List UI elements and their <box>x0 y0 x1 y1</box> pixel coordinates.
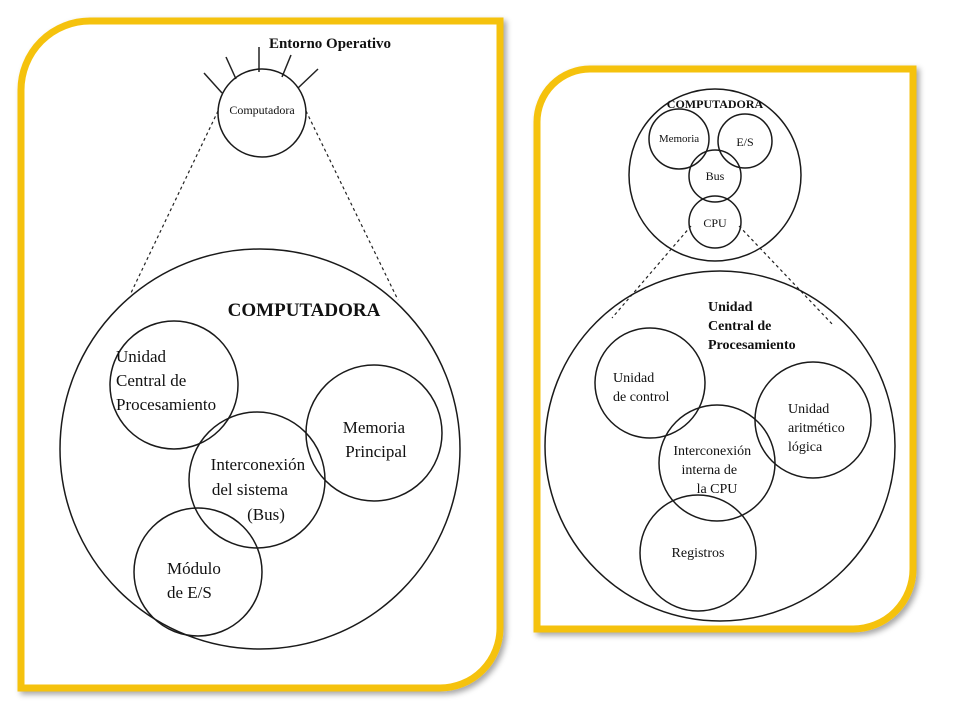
left-panel: Entorno Operativo Computadora COMPUTADOR… <box>17 17 504 692</box>
rp-cpu-title: Unidad Central de Procesamiento <box>708 300 796 353</box>
rp-cpu-circle <box>688 195 742 249</box>
right-panel: COMPUTADORA Memoria E/S Bus CPU Unidad C… <box>533 65 917 633</box>
rp-bus-label: Bus <box>706 169 725 183</box>
environment-rays <box>203 47 319 94</box>
rp-alu-label: Unidad aritmético lógica <box>788 402 848 455</box>
io-module-circle <box>133 507 263 637</box>
computer-title: COMPUTADORA <box>228 300 381 321</box>
rp-computer-title: COMPUTADORA <box>667 97 764 111</box>
environment-title: Entorno Operativo <box>269 36 391 52</box>
computer-small-circle <box>217 68 307 158</box>
computer-small-label: Computadora <box>229 103 295 117</box>
rp-memory-circle <box>648 108 710 170</box>
zoom-line-right <box>305 110 399 301</box>
memory-label: Memoria Principal <box>343 418 410 461</box>
rp-registers-circle <box>639 494 757 612</box>
right-panel-frame <box>533 65 917 633</box>
rp-memory-label: Memoria <box>659 133 699 145</box>
rp-io-label: E/S <box>736 135 753 149</box>
computer-big-circle <box>59 248 461 650</box>
rp-computer-circle <box>628 88 802 262</box>
rp-cpu-big-circle <box>544 270 896 622</box>
rp-registers-label: Registros <box>672 546 725 561</box>
rp-zoom-line-right <box>738 225 835 327</box>
rp-zoom-line-left <box>611 225 692 319</box>
rp-control-circle <box>594 327 706 439</box>
left-panel-frame <box>17 17 504 692</box>
cpu-circle <box>109 320 239 450</box>
memory-circle <box>305 364 443 502</box>
rp-bus-circle <box>688 149 742 203</box>
rp-control-label: Unidad de control <box>613 371 669 405</box>
zoom-line-left <box>129 110 219 296</box>
io-module-label: Módulo de E/S <box>167 559 225 602</box>
rp-interconnect-circle <box>658 404 776 522</box>
rp-io-circle <box>717 113 773 169</box>
rp-interconnect-label: Interconexión interna de la CPU <box>673 444 754 497</box>
bus-label: Interconexión del sistema (Bus) <box>211 455 310 524</box>
rp-cpu-label: CPU <box>703 216 727 230</box>
cpu-label: Unidad Central de Procesamiento <box>116 347 216 414</box>
